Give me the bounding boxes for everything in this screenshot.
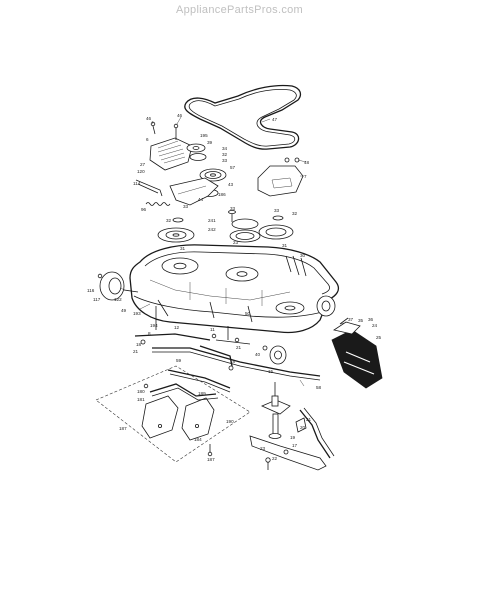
callout-187: 187 <box>207 457 215 462</box>
callout-122: 122 <box>114 297 122 302</box>
callout-18: 18 <box>136 342 142 347</box>
drive-belt <box>184 84 302 150</box>
callout-24: 24 <box>372 323 378 328</box>
callout-242: 242 <box>208 227 216 232</box>
callout-7: 7 <box>304 174 307 179</box>
callout-47: 47 <box>272 117 278 122</box>
callout-31: 31 <box>282 243 288 248</box>
baffle-detail-inset <box>95 365 251 463</box>
mower-deck-housing <box>129 244 340 334</box>
callout-241: 241 <box>208 218 216 223</box>
callout-17: 17 <box>292 443 298 448</box>
callout-190: 190 <box>226 419 234 424</box>
callout-187: 187 <box>119 426 127 431</box>
callout-34: 34 <box>222 146 228 151</box>
callout-8: 8 <box>148 331 151 336</box>
callout-33: 33 <box>274 208 280 213</box>
callout-32: 32 <box>292 211 298 216</box>
discharge-chute <box>331 317 383 389</box>
callout-184: 184 <box>194 437 202 442</box>
callout-36: 36 <box>368 317 374 322</box>
right-belt-cover <box>257 157 304 197</box>
left-gauge-wheel <box>97 271 139 301</box>
callout-25: 25 <box>376 335 382 340</box>
callout-19: 19 <box>290 435 296 440</box>
callout-120: 120 <box>137 169 145 174</box>
mower-blade <box>249 435 327 471</box>
callout-58: 58 <box>316 385 322 390</box>
callout-6: 6 <box>146 137 149 142</box>
leader-lines <box>119 116 349 387</box>
callout-96: 96 <box>141 207 147 212</box>
callout-43: 43 <box>228 182 234 187</box>
callout-33: 33 <box>230 206 236 211</box>
idler-spring <box>145 202 171 206</box>
callout-11: 11 <box>210 327 215 332</box>
callout-48: 48 <box>304 160 310 165</box>
left-idler-pulleys <box>186 143 227 197</box>
callout-15: 15 <box>268 369 274 374</box>
callout-21: 21 <box>236 345 242 350</box>
callout-20: 20 <box>300 425 306 430</box>
callout-23: 23 <box>260 446 266 451</box>
callout-114: 114 <box>133 181 141 186</box>
callout-39: 39 <box>207 140 213 145</box>
callout-186: 186 <box>218 192 226 197</box>
callout-194: 194 <box>150 323 158 328</box>
callout-44: 44 <box>198 197 204 202</box>
callout-40: 40 <box>255 352 261 357</box>
callout-35: 35 <box>358 318 364 323</box>
callout-59: 59 <box>176 358 182 363</box>
callout-31: 31 <box>180 246 186 251</box>
callout-32: 32 <box>166 218 172 223</box>
callout-193: 193 <box>133 311 141 316</box>
callout-46: 46 <box>177 113 183 118</box>
callout-49: 49 <box>121 308 127 313</box>
callout-180: 180 <box>137 389 145 394</box>
callout-12: 12 <box>174 325 180 330</box>
callout-33: 33 <box>222 158 228 163</box>
callout-18: 18 <box>230 359 236 364</box>
callout-22: 22 <box>272 456 278 461</box>
blade-spindle <box>261 382 307 439</box>
callout-117: 117 <box>93 297 101 302</box>
idler-bracket <box>135 177 219 206</box>
callout-30: 30 <box>300 253 306 258</box>
callout-50: 50 <box>245 311 251 316</box>
callout-57: 57 <box>230 165 236 170</box>
callout-21: 21 <box>133 349 139 354</box>
callout-116: 116 <box>87 288 95 293</box>
callout-195: 195 <box>200 133 208 138</box>
right-gauge-wheels <box>269 295 336 365</box>
callout-21: 21 <box>306 417 312 422</box>
callout-189: 189 <box>198 391 206 396</box>
callout-labels: 46 46 47 6 195 39 34 32 33 27 120 57 43 … <box>87 113 382 462</box>
callout-33: 33 <box>183 204 189 209</box>
left-belt-cover <box>149 121 193 171</box>
spindle-pulleys <box>157 209 294 243</box>
callout-27: 27 <box>140 162 146 167</box>
deck-lift-links <box>134 306 335 459</box>
callout-32: 32 <box>222 152 228 157</box>
callout-181: 181 <box>137 397 145 402</box>
watermark-text: AppliancePartsPros.com <box>175 4 304 16</box>
callout-46: 46 <box>146 116 152 121</box>
callout-23: 23 <box>233 240 239 245</box>
callout-37: 37 <box>348 317 354 322</box>
